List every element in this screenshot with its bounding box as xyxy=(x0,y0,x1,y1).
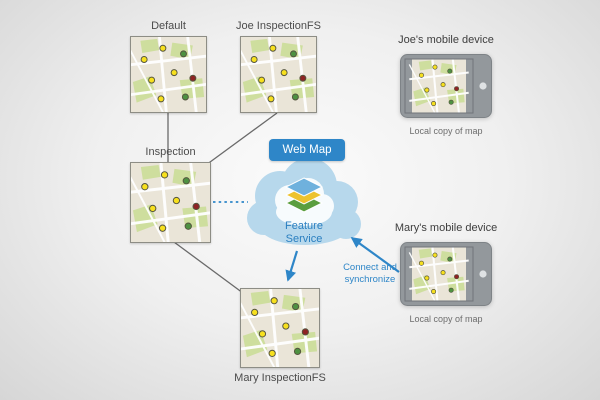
map-label-joe: Joe InspectionFS xyxy=(236,20,321,32)
map-node-mary: Mary InspectionFS xyxy=(234,288,326,384)
web-map-chip: Web Map xyxy=(269,139,345,161)
arrow-cloud-to-mary-map xyxy=(285,250,299,282)
device-caption-mary: Local copy of map xyxy=(409,314,483,324)
map-node-default: Default xyxy=(130,20,207,113)
connector-inspection-mary xyxy=(173,241,248,297)
map-node-joe: Joe InspectionFS xyxy=(236,20,321,113)
device-label-mary: Mary's mobile device xyxy=(394,222,498,234)
map-label-mary: Mary InspectionFS xyxy=(234,372,326,384)
device-node-joe: Joe's mobile device Local copy of map xyxy=(398,34,494,136)
map-label-inspection: Inspection xyxy=(145,146,196,158)
map-node-inspection: Inspection xyxy=(130,146,211,243)
map-thumbnail-mary xyxy=(240,288,320,368)
device-caption-joe: Local copy of map xyxy=(409,126,483,136)
map-thumbnail-inspection xyxy=(130,162,211,243)
tablet-icon-mary xyxy=(400,242,492,306)
device-node-mary: Mary's mobile device Local copy of map xyxy=(395,222,497,324)
connector-joe-inspection xyxy=(205,112,278,166)
map-label-default: Default xyxy=(151,20,186,32)
map-thumbnail-default xyxy=(130,36,207,113)
home-button xyxy=(479,270,487,278)
layers-icon xyxy=(284,177,324,213)
home-button xyxy=(479,82,487,90)
tablet-icon-joe xyxy=(400,54,492,118)
device-label-joe: Joe's mobile device xyxy=(398,34,494,46)
feature-service-label: Feature Service xyxy=(285,220,323,245)
connect-synchronize-label: Connect and synchronize xyxy=(343,262,397,285)
map-thumbnail-joe xyxy=(240,36,317,113)
